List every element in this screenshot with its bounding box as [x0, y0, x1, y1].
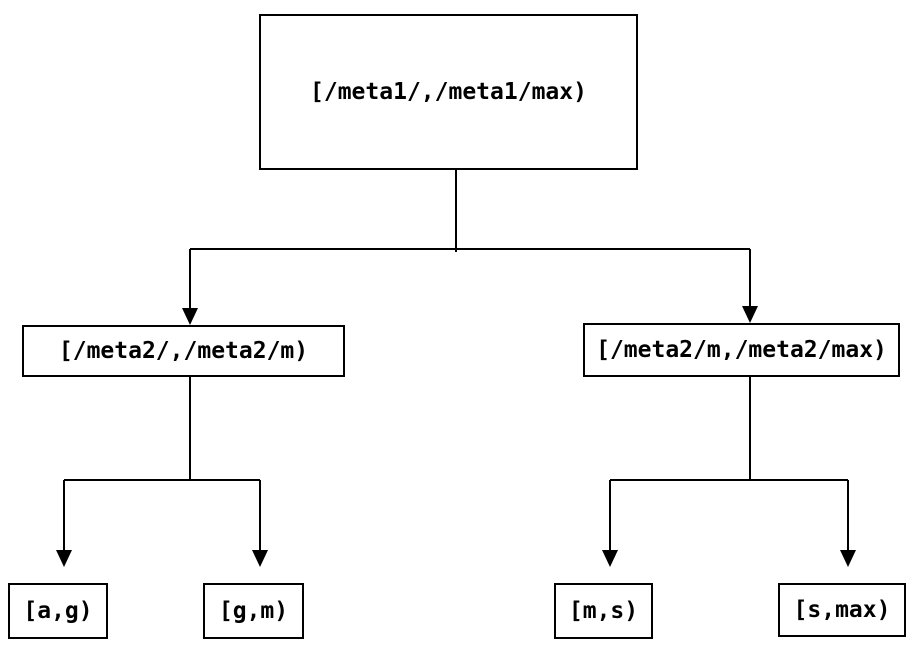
arrowhead-icon [602, 550, 618, 567]
node-root: [/meta1/,/meta1/max) [259, 14, 638, 170]
node-leaf-s-max-label: [s,max) [793, 597, 891, 623]
arrowhead-icon [252, 550, 268, 567]
node-meta2-high-label: [/meta2/m,/meta2/max) [596, 337, 887, 363]
arrowhead-icon [840, 550, 856, 567]
node-leaf-g-m-label: [g,m) [218, 598, 289, 624]
node-root-label: [/meta1/,/meta1/max) [310, 79, 587, 105]
arrowhead-icon [182, 308, 198, 325]
node-leaf-a-g: [a,g) [8, 583, 108, 639]
node-meta2-low: [/meta2/,/meta2/m) [22, 325, 345, 377]
edge-meta2-low-to-leaves [56, 377, 268, 567]
node-leaf-m-s: [m,s) [554, 583, 653, 639]
edge-root-to-meta2-low-and-high [182, 170, 758, 325]
arrowhead-icon [742, 306, 758, 323]
node-meta2-low-label: [/meta2/,/meta2/m) [58, 338, 309, 364]
node-meta2-high: [/meta2/m,/meta2/max) [583, 323, 900, 377]
node-leaf-m-s-label: [m,s) [568, 598, 639, 624]
node-leaf-g-m: [g,m) [203, 583, 304, 639]
node-leaf-s-max: [s,max) [778, 583, 906, 637]
arrowhead-icon [56, 550, 72, 567]
node-leaf-a-g-label: [a,g) [23, 598, 93, 624]
edge-meta2-high-to-leaves [602, 377, 856, 567]
